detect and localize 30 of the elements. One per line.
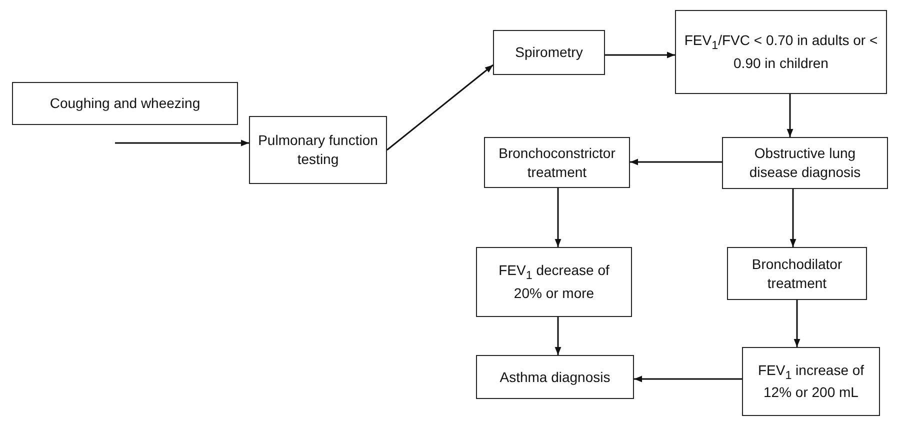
process-box (484, 137, 630, 188)
arrow (386, 64, 494, 151)
box-label: FEV$_{1}$ decrease of 20% or more (498, 261, 610, 303)
arrow (630, 158, 722, 166)
box-label: Bronchodilator treatment (750, 254, 844, 292)
box-label: FEV$_{1}$ increase of 12% or 200 mL (756, 360, 866, 402)
process-box (476, 247, 632, 317)
process-box (722, 137, 888, 189)
arrow (605, 52, 675, 58)
box-label: Bronchoconstrictor treatment (498, 144, 616, 182)
arrow (794, 300, 800, 347)
box-label: Pulmonary function testing (257, 131, 379, 169)
box-label: Obstructive lung disease diagnosis (748, 144, 862, 182)
arrow (115, 140, 249, 146)
process-box (12, 82, 238, 125)
process-box (493, 30, 605, 75)
box-label: Asthma diagnosis (500, 368, 610, 386)
box-label: FEV$_{1}$/FVC < 0.70 in adults or < 0.90 in children (683, 31, 879, 73)
process-box (249, 116, 387, 184)
arrow (554, 317, 562, 355)
arrow (790, 189, 796, 247)
arrow (786, 94, 794, 137)
process-box (675, 10, 887, 94)
arrow (634, 376, 742, 382)
process-box (476, 355, 634, 399)
box-label: Spirometry (515, 43, 583, 62)
process-box (742, 347, 880, 416)
process-box (727, 247, 867, 300)
box-label: Coughing and wheezing (50, 94, 200, 113)
arrow (554, 188, 562, 247)
